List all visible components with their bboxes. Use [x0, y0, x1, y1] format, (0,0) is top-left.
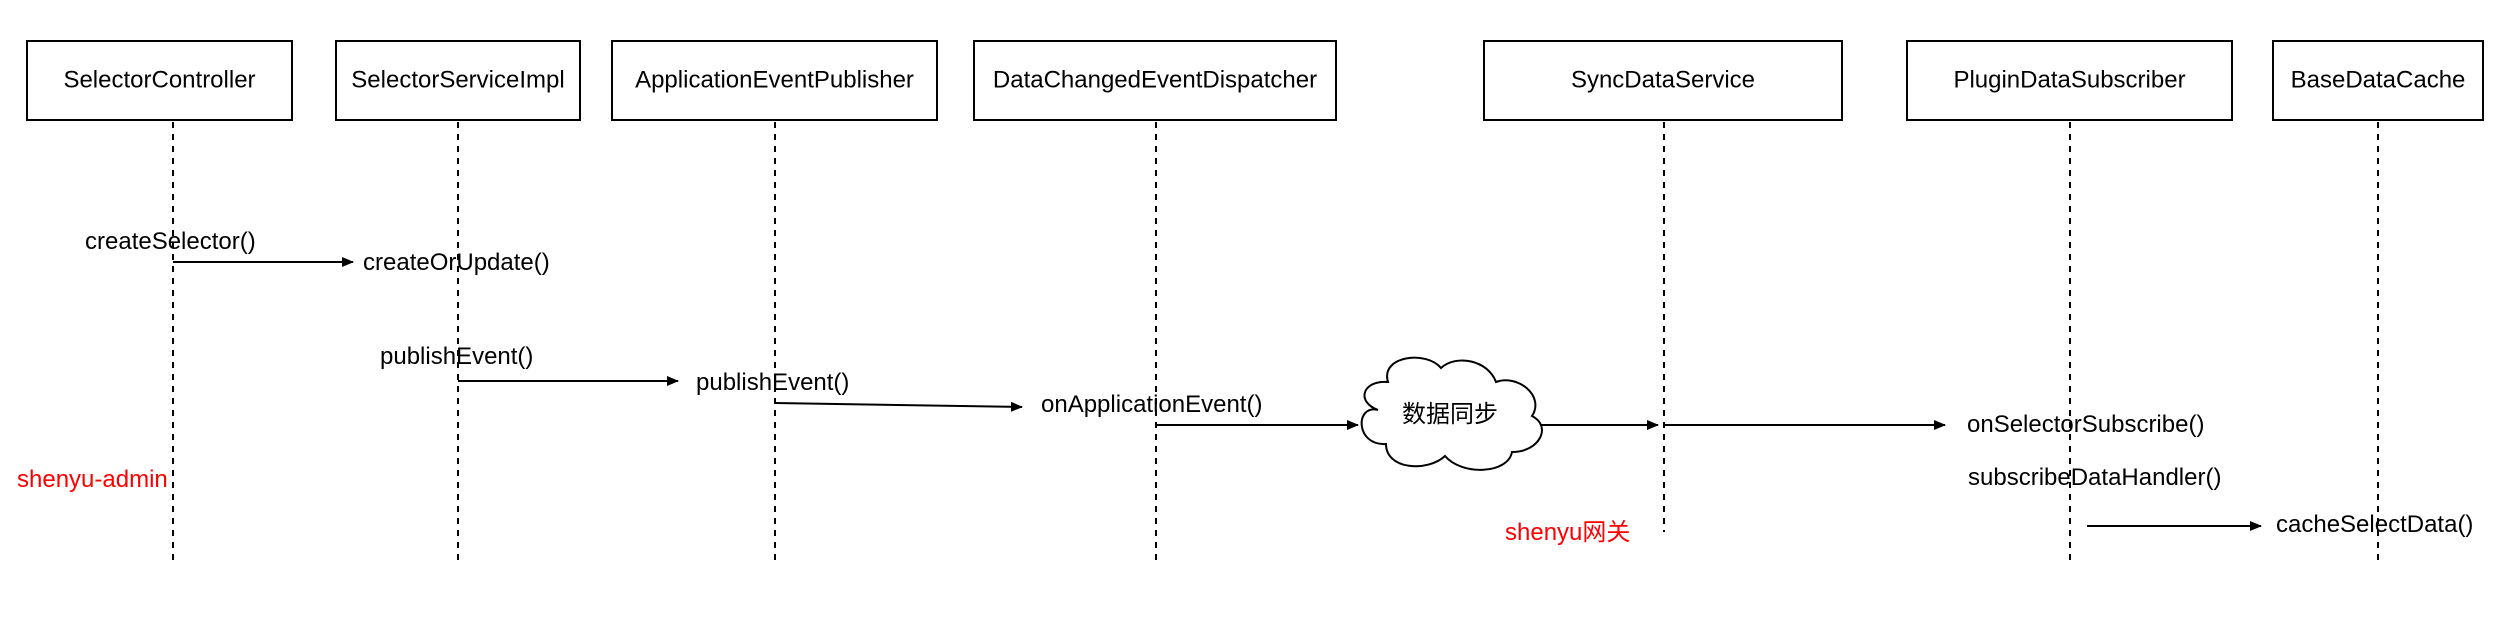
message-label-publish-event-2: publishEvent() [696, 369, 849, 396]
message-label-cache-select-data: cacheSelectData() [2276, 511, 2473, 538]
participant-label: SelectorController [63, 66, 255, 93]
participant-sync-data-service: SyncDataService [1483, 40, 1843, 121]
participant-selector-service-impl: SelectorServiceImpl [335, 40, 581, 121]
message-label-create-or-update: createOrUpdate() [363, 249, 550, 276]
participant-selector-controller: SelectorController [26, 40, 293, 121]
participant-data-changed-event-dispatcher: DataChangedEventDispatcher [973, 40, 1337, 121]
participant-label: PluginDataSubscriber [1953, 66, 2185, 93]
participant-base-data-cache: BaseDataCache [2272, 40, 2484, 121]
participant-label: SelectorServiceImpl [351, 66, 564, 93]
message-label-subscribe-data-handler: subscribeDataHandler() [1968, 464, 2221, 491]
message-label-on-application-event: onApplicationEvent() [1041, 391, 1262, 418]
message-label-on-selector-subscribe: onSelectorSubscribe() [1967, 411, 2204, 438]
cloud-label: 数据同步 [1402, 400, 1498, 428]
region-label-admin: shenyu-admin [17, 466, 168, 493]
participant-application-event-publisher: ApplicationEventPublisher [611, 40, 938, 121]
arrow-publish-event-2 [774, 401, 1023, 412]
message-label-create-selector: createSelector() [85, 228, 256, 255]
message-label-publish-event-1: publishEvent() [380, 343, 533, 370]
participant-label: ApplicationEventPublisher [635, 66, 914, 93]
participant-label: SyncDataService [1571, 66, 1755, 93]
participant-label: BaseDataCache [2291, 66, 2466, 93]
region-label-gateway: shenyu网关 [1505, 519, 1630, 546]
participant-label: DataChangedEventDispatcher [993, 66, 1317, 93]
cloud-data-sync: 数据同步 [1360, 356, 1543, 471]
participant-plugin-data-subscriber: PluginDataSubscriber [1906, 40, 2233, 121]
